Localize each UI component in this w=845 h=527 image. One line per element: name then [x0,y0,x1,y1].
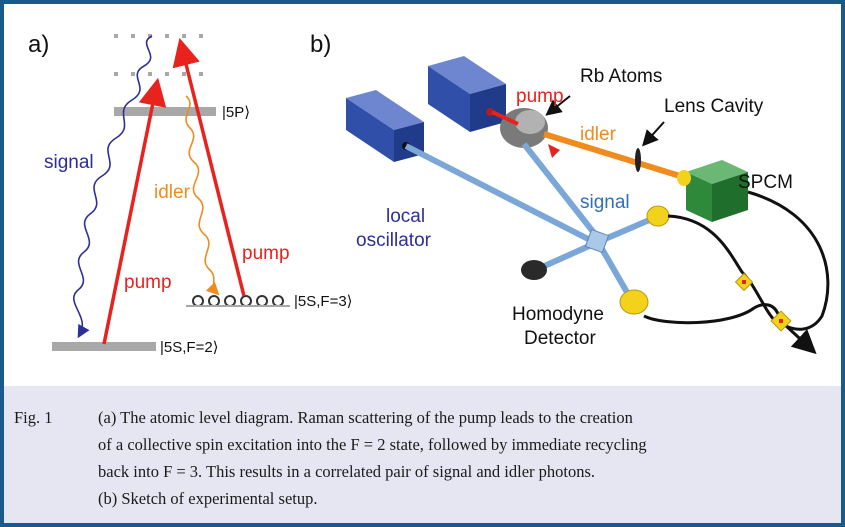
caption-line-1: (a) The atomic level diagram. Raman scat… [98,408,633,427]
idler-beam-label: idler [580,124,617,145]
figure-frame: a) |5P⟩ |5S,F=3⟩ |5S,F=2⟩ pump pump sign… [4,4,841,523]
level-5s-f3-label: |5S,F=3⟩ [294,293,353,310]
caption-band: Fig. 1 (a) The atomic level diagram. Ram… [4,386,841,523]
pump-label-left: pump [124,272,172,293]
panel-a-label: a) [28,31,49,58]
level-5s-f2-bar [52,342,156,351]
lower-detector-cable [643,303,780,325]
beam-splitter [584,228,610,254]
homodyne-label-1: Homodyne [512,304,604,325]
homodyne-detector [521,260,547,280]
local-oscillator-beam [404,143,596,245]
signal-beam-label: signal [580,192,630,213]
rb-pointer-arrow [545,95,571,116]
level-5p-bar [114,107,216,116]
pump-beam [491,110,519,126]
figure-canvas: a) |5P⟩ |5S,F=3⟩ |5S,F=2⟩ pump pump sign… [28,31,830,356]
electronics-box-1 [734,272,754,292]
signal-beam [521,142,601,240]
local-oscillator-label-1: local [386,206,425,227]
lens-pointer-arrow [641,121,665,147]
homodyne-label-2: Detector [524,328,596,349]
level-5s-f2-label: |5S,F=2⟩ [160,339,219,356]
pump-laser [428,56,506,132]
signal-photon-wave [72,35,153,339]
pump-arrow-right [172,37,246,297]
level-5s-f3-atoms [192,295,284,307]
detector-lower [619,289,649,315]
detector-upper [646,205,670,227]
idler-label: idler [154,182,191,203]
caption-line-4: (b) Sketch of experimental setup. [98,489,318,508]
pump-beam-label: pump [516,86,564,107]
rb-atom-cell [500,108,560,158]
caption-line-3: back into F = 3. This results in a corre… [98,462,596,481]
lens-cavity-label: Lens Cavity [664,96,764,117]
idler-beam [543,131,681,179]
output-arrow [782,322,817,355]
electronics-box-2 [770,310,792,332]
pump-arrow-left [102,77,167,345]
caption-line-2: of a collective spin excitation into the… [98,435,647,454]
panel-b-label: b) [310,31,331,58]
caption-fig-label: Fig. 1 [14,408,53,427]
spcm-module [677,160,748,222]
signal-label: signal [44,152,94,173]
rb-atoms-label: Rb Atoms [580,66,662,87]
pump-label-right: pump [242,243,290,264]
local-oscillator-label-2: oscillator [356,230,432,251]
spcm-cable [747,190,830,331]
spcm-label: SPCM [738,172,793,193]
cavity-lens [635,148,641,172]
level-5p-label: |5P⟩ [222,104,250,121]
idler-photon-wave [185,95,220,296]
